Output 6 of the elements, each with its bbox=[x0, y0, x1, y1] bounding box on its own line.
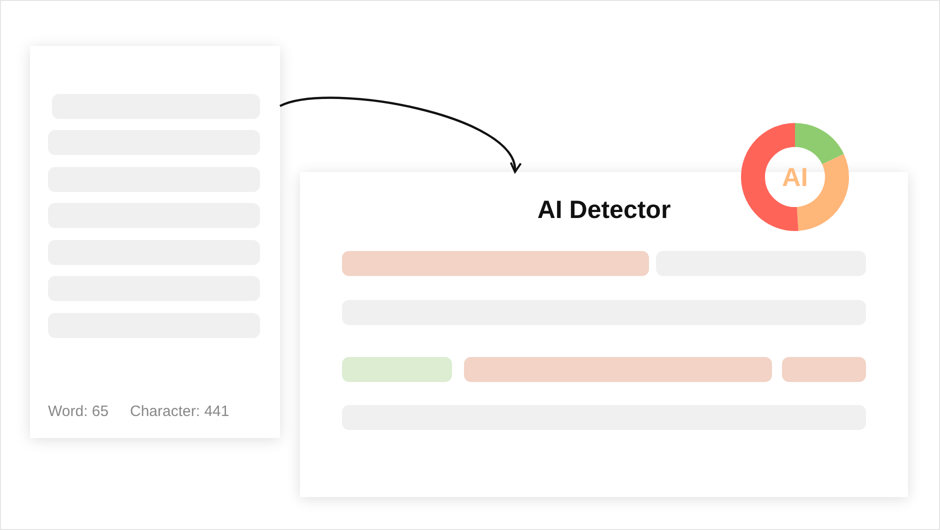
donut-center-label: AI bbox=[781, 162, 809, 193]
curved-arrow bbox=[280, 96, 520, 173]
document-card bbox=[30, 46, 280, 438]
count-label: Character: 441 bbox=[130, 403, 230, 420]
count-label: Word: 65 bbox=[48, 403, 109, 420]
card-title: AI Detector bbox=[536, 196, 672, 225]
